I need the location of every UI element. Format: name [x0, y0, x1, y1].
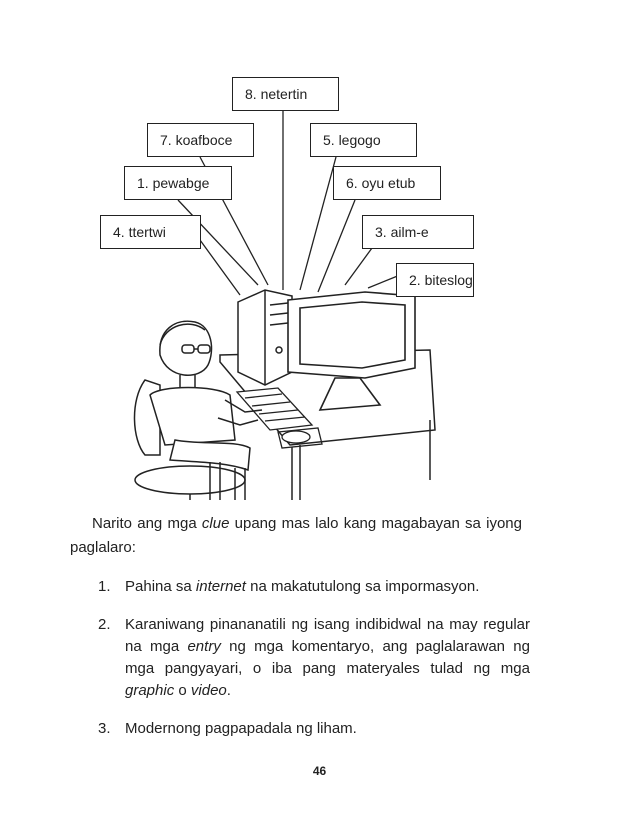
clue-item: 2.Karaniwang pinananatili ng isang indib…	[98, 616, 530, 699]
label-legogo: 5. legogo	[310, 123, 417, 157]
keyboard	[235, 387, 314, 431]
clue-list: 1.Pahina sa internet na makatutulong sa …	[98, 576, 530, 756]
label-ailm-e: 3. ailm-e	[362, 215, 474, 249]
mouse	[277, 427, 323, 449]
person	[149, 320, 263, 500]
monitor	[287, 291, 416, 411]
label-koafboce: 7. koafboce	[147, 123, 254, 157]
intro-paragraph: Narito ang mga clue upang mas lalo kang …	[70, 515, 522, 556]
label-netertin: 8. netertin	[232, 77, 339, 111]
label-pewabge: 1. pewabge	[124, 166, 232, 200]
label-oyu-etub: 6. oyu etub	[333, 166, 441, 200]
page-number: 46	[312, 764, 327, 778]
clue-item: 1.Pahina sa internet na makatutulong sa …	[98, 578, 480, 595]
label-ttertwi: 4. ttertwi	[100, 215, 201, 249]
clue-item: 3.Modernong pagpapadala ng liham.	[98, 720, 357, 737]
label-biteslog: 2. biteslog	[396, 263, 474, 297]
cpu-tower	[237, 289, 293, 386]
